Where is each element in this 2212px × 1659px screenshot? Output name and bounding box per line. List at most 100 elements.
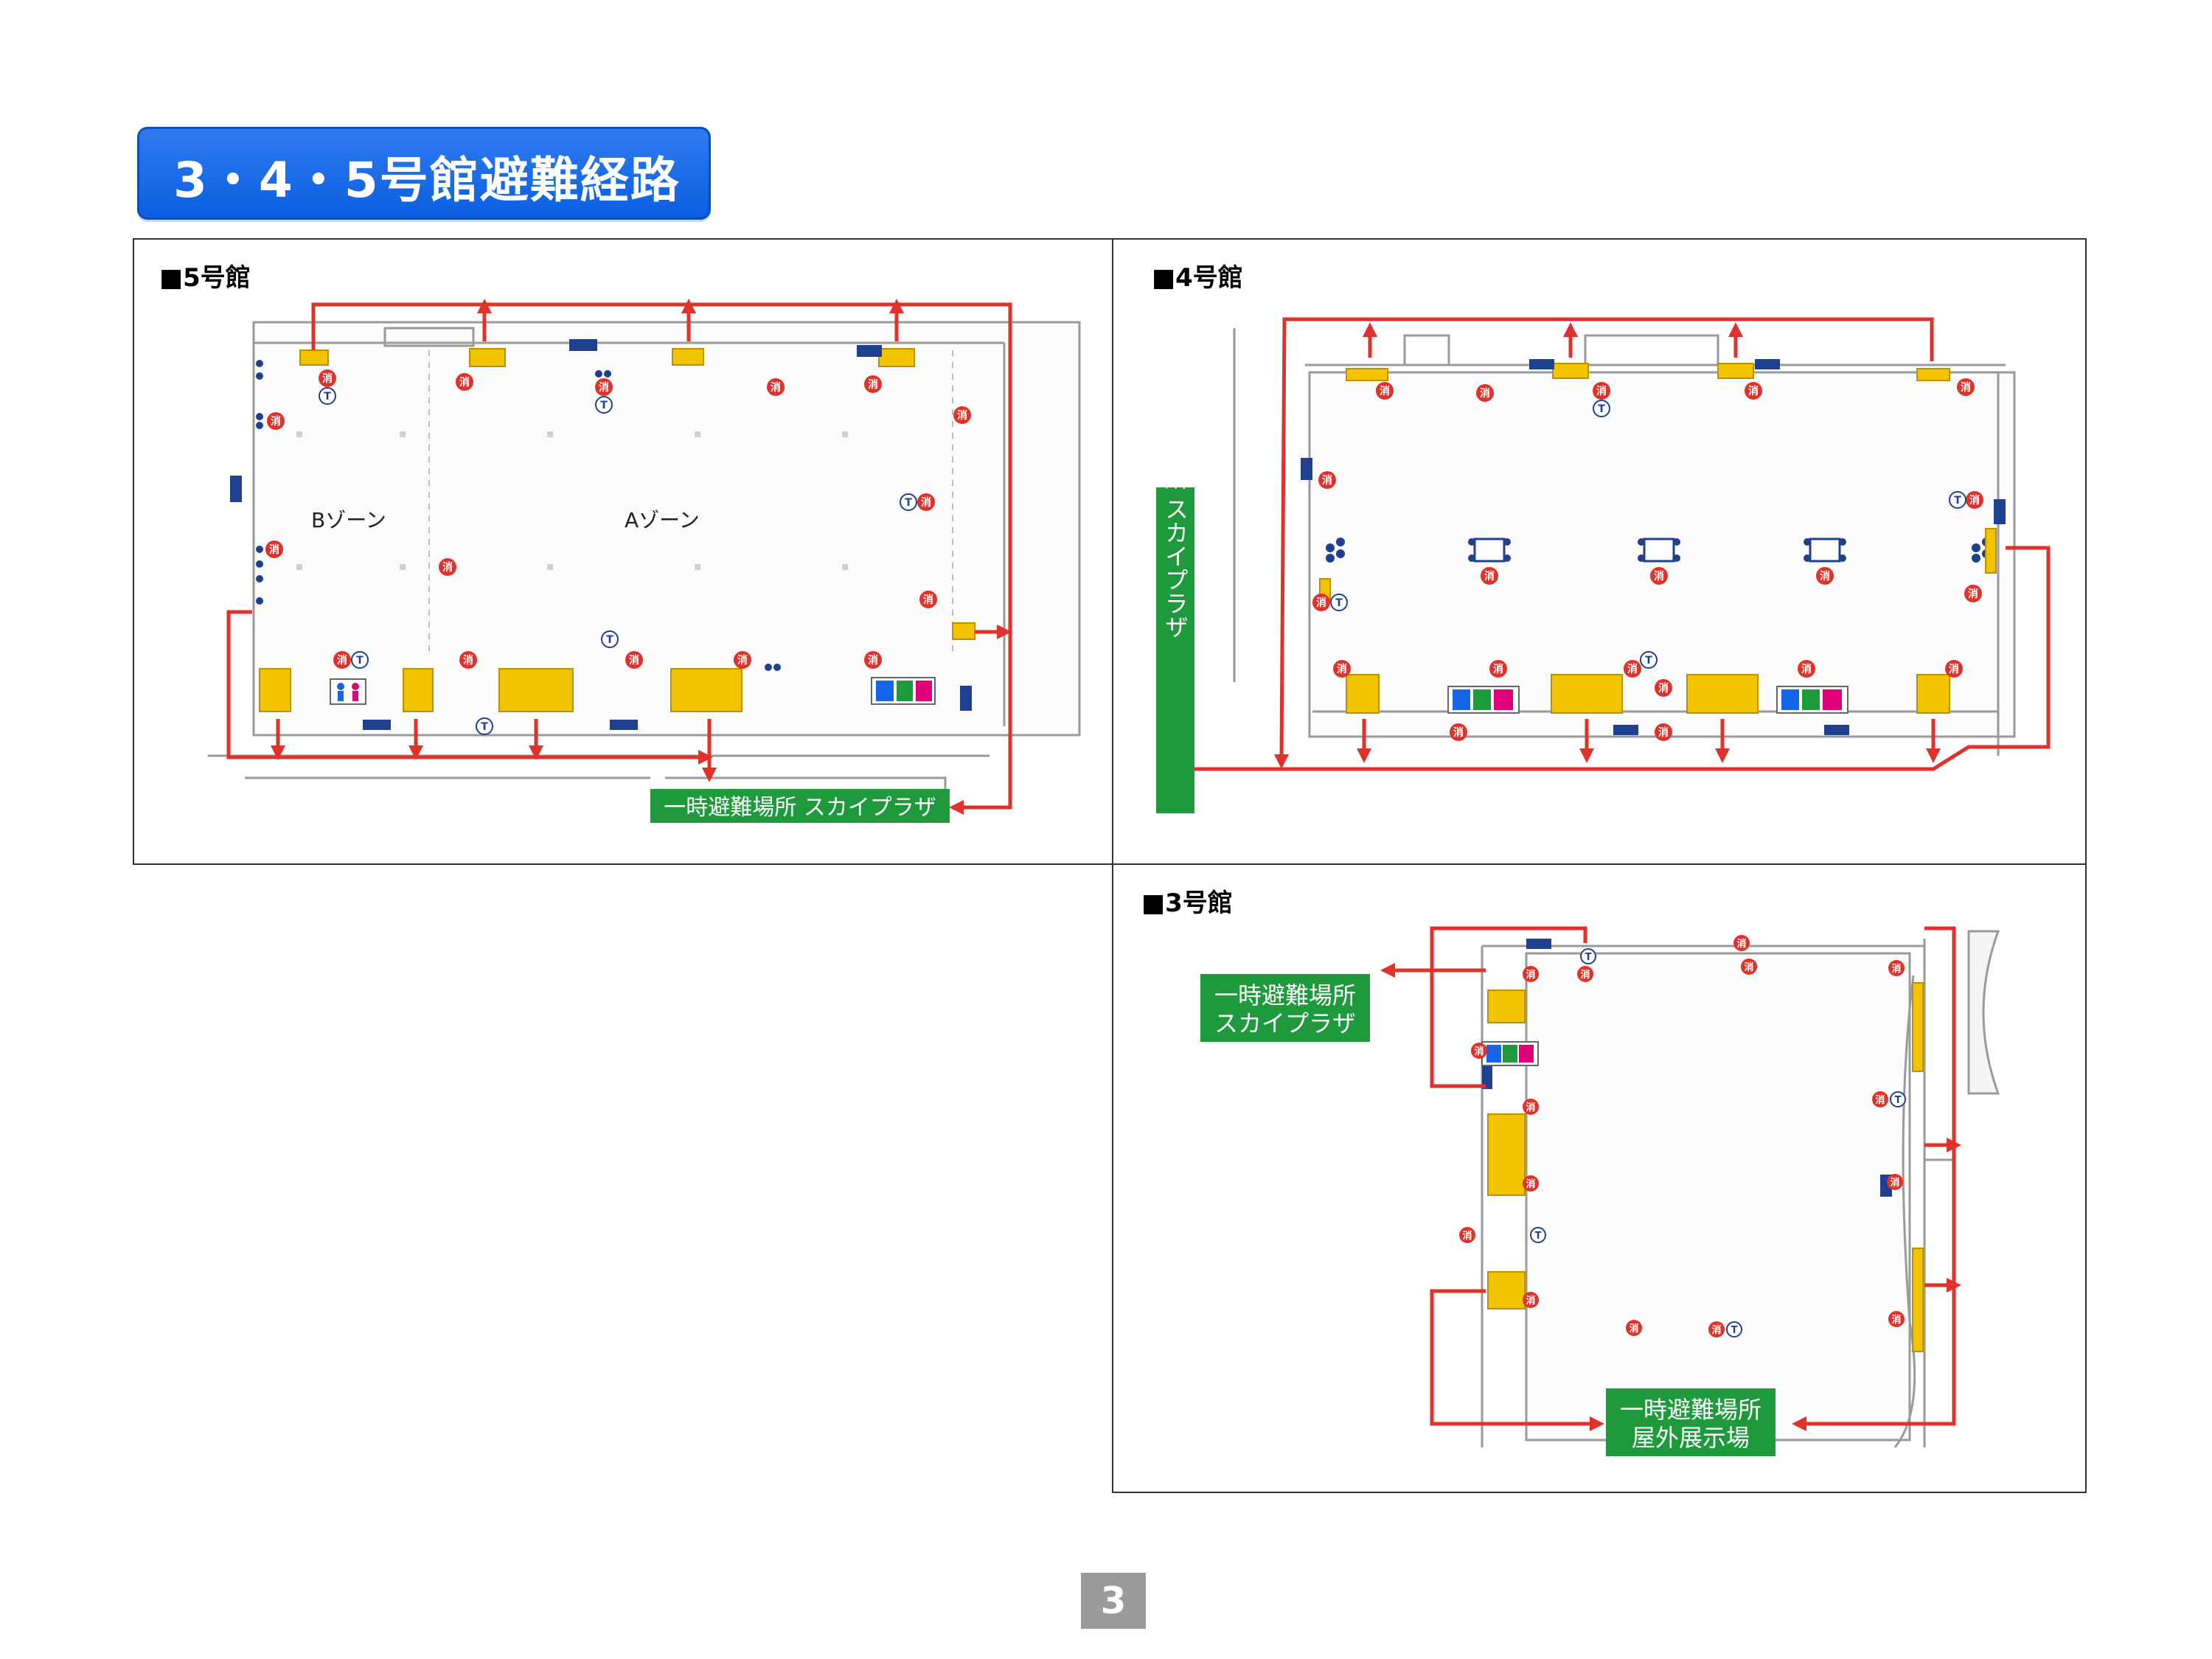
svg-text:消: 消: [737, 654, 748, 667]
hall3-evacuation-routes: [1395, 926, 1956, 1452]
svg-text:T: T: [324, 391, 331, 403]
hall4-floorplan: 消 消 消 消 消 消 消 消 消 消 消 消 消 消 消 消 消 消 消 消 …: [1156, 317, 2051, 813]
svg-text:消: 消: [1744, 961, 1753, 973]
svg-text:T: T: [1731, 1325, 1738, 1336]
hall3-assembly-a-box: [1200, 974, 1370, 1042]
svg-text:T: T: [1585, 952, 1592, 963]
svg-text:消: 消: [1493, 663, 1503, 675]
svg-text:消: 消: [1316, 597, 1326, 609]
phone-markers: T T T T T T: [319, 387, 917, 735]
svg-text:消: 消: [1526, 1102, 1535, 1113]
svg-text:消: 消: [1322, 474, 1332, 487]
hall3-assembly-a-line2: スカイプラザ: [1214, 1009, 1356, 1037]
page-number: 3: [1081, 1573, 1146, 1629]
title-banner: 3・4・5号館避難経路: [137, 127, 711, 220]
svg-text:消: 消: [1890, 1177, 1899, 1189]
svg-text:T: T: [1645, 655, 1652, 667]
hall4-evacuation-routes: [1180, 317, 2051, 771]
svg-text:消: 消: [322, 372, 333, 385]
hall3-assembly-b-box: [1606, 1388, 1775, 1456]
svg-text:消: 消: [1658, 726, 1669, 739]
svg-text:消: 消: [1891, 1314, 1901, 1326]
svg-text:消: 消: [271, 415, 281, 428]
svg-text:消: 消: [1820, 570, 1830, 582]
svg-text:消: 消: [337, 654, 347, 667]
extinguisher-markers: 消 消 消 消 消 消 消 消 消 消 消 消 消 消 消 消: [265, 369, 971, 669]
svg-text:T: T: [1335, 597, 1343, 609]
svg-text:T: T: [1954, 495, 1961, 507]
hall5-floorplan: Bゾーン Aゾーン 消 消 消 消 消 消 消 消 消 消 消 消 消 消 消 …: [208, 299, 1081, 823]
svg-text:消: 消: [599, 381, 609, 394]
svg-text:消: 消: [1526, 1295, 1535, 1307]
svg-text:消: 消: [868, 654, 878, 667]
svg-text:消: 消: [1711, 1324, 1721, 1336]
hall3-phone-markers: T T T T: [1530, 948, 1906, 1338]
svg-text:消: 消: [1658, 682, 1669, 695]
svg-text:消: 消: [1654, 570, 1664, 582]
svg-text:消: 消: [1526, 1178, 1535, 1190]
hall4-label: ■4号館: [1152, 263, 1243, 293]
svg-text:消: 消: [1968, 588, 1978, 600]
svg-text:T: T: [905, 497, 912, 509]
hall4-extinguisher-markers: 消 消 消 消 消 消 消 消 消 消 消 消 消 消 消 消 消 消 消 消: [1312, 378, 1983, 741]
hall4-arrowheads: [1165, 322, 1941, 776]
svg-text:消: 消: [1526, 969, 1535, 981]
svg-text:T: T: [1598, 403, 1605, 415]
hall3-assembly-b-line1: 一時避難場所: [1620, 1396, 1761, 1424]
hall5-assembly-box: [650, 789, 950, 823]
svg-text:消: 消: [629, 654, 639, 667]
svg-text:T: T: [481, 721, 488, 733]
zone-b-label: Bゾーン: [311, 508, 386, 532]
svg-text:消: 消: [1580, 969, 1590, 981]
svg-text:T: T: [1895, 1095, 1902, 1106]
svg-text:消: 消: [921, 496, 931, 509]
svg-text:消: 消: [771, 381, 781, 394]
svg-text:T: T: [356, 655, 364, 667]
svg-text:消: 消: [1875, 1094, 1885, 1106]
page-title: 3・4・5号館避難経路: [173, 152, 681, 209]
hall4-panel: ■4号館: [1112, 238, 2087, 865]
svg-text:消: 消: [1474, 1046, 1484, 1057]
hall3-label: ■3号館: [1141, 888, 1233, 918]
svg-text:消: 消: [868, 378, 878, 391]
svg-text:消: 消: [957, 409, 967, 422]
hall5-label: ■5号館: [159, 263, 251, 293]
svg-text:消: 消: [1480, 387, 1490, 400]
hall3-assembly-a-line1: 一時避難場所: [1214, 981, 1356, 1009]
zone-a-label: Aゾーン: [625, 508, 700, 532]
hall3-floorplan: 消 消 消 消 消 消 消 消 消 消 消 消 消 消 消 T T T T: [1200, 926, 2000, 1456]
svg-text:消: 消: [1453, 726, 1464, 739]
svg-text:消: 消: [1949, 663, 1959, 675]
hall4-assembly-box: [1156, 487, 1194, 813]
svg-text:消: 消: [1736, 938, 1746, 950]
svg-text:消: 消: [1629, 1323, 1638, 1335]
table-cluster-1: [1326, 538, 1345, 563]
svg-text:消: 消: [1596, 385, 1607, 397]
svg-text:消: 消: [1462, 1230, 1472, 1242]
hall5-panel: ■5号館: [133, 238, 1113, 865]
svg-text:消: 消: [1801, 663, 1812, 675]
hall3-assembly-b-line2: 屋外展示場: [1632, 1424, 1750, 1452]
svg-text:消: 消: [1484, 570, 1495, 582]
svg-text:消: 消: [463, 654, 473, 667]
svg-text:消: 消: [1748, 385, 1759, 397]
svg-text:消: 消: [269, 543, 279, 556]
svg-text:T: T: [1535, 1231, 1542, 1242]
svg-text:消: 消: [442, 561, 453, 574]
hall4-phone-markers: T T T T: [1330, 400, 1966, 669]
svg-text:消: 消: [459, 376, 470, 389]
hall5-evacuation-routes: [226, 302, 1012, 810]
svg-text:T: T: [606, 634, 613, 646]
svg-text:消: 消: [923, 594, 933, 606]
hall5-arrowheads: [271, 299, 1012, 815]
svg-text:消: 消: [1961, 381, 1971, 394]
svg-text:消: 消: [1337, 663, 1347, 675]
hall3-panel: ■3号館: [1112, 863, 2087, 1493]
hall5-assembly-label: 一時避難場所 スカイプラザ: [664, 795, 936, 821]
hall4-assembly-label: 一時避難場所 スカイプラザ: [1161, 348, 1189, 639]
svg-text:消: 消: [1627, 663, 1638, 675]
svg-text:消: 消: [1969, 494, 1980, 507]
svg-text:消: 消: [1891, 963, 1901, 975]
hall3-extinguisher-markers: 消 消 消 消 消 消 消 消 消 消 消 消 消 消 消: [1459, 935, 1905, 1338]
svg-text:消: 消: [1380, 385, 1390, 397]
